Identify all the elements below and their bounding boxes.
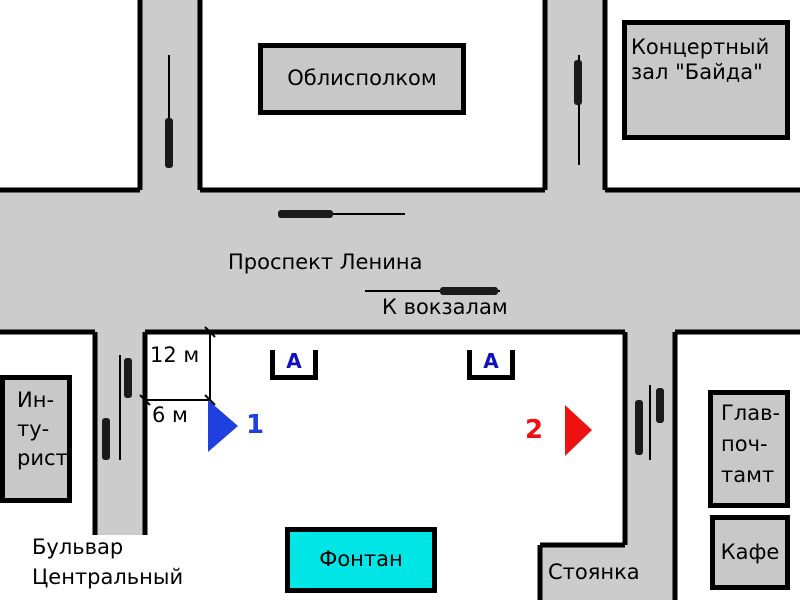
position-2-flag-icon [565,405,592,456]
intourist-label-line3: рист [17,446,68,471]
building-fountain: Фонтан [285,527,437,593]
car-icon [574,60,582,105]
post-office-label-line3: тамт [721,463,775,488]
post-office-label-line2: поч- [721,432,768,457]
post-office-label-line1: Глав- [721,401,781,425]
bus-stop-sign-2: А [467,350,515,380]
lane-line-boulevard [119,355,121,460]
bus-stop-sign-1: А [270,350,318,380]
distance-12m-label: 12 м [150,343,200,369]
car-icon [635,400,643,455]
building-concert-hall: Концертный зал "Байда" [622,20,790,140]
building-cafe: Кафе [710,515,790,590]
road-right-lower [625,330,675,600]
car-icon [102,418,110,460]
concert-hall-label-line2: зал "Байда" [631,60,763,85]
cafe-label: Кафе [720,539,780,564]
lane-line-left-upper [168,55,170,165]
car-icon [124,358,132,398]
car-icon [440,287,498,295]
lane-line-right-lower [649,385,651,460]
position-1-flag-icon [208,400,238,452]
building-intourist: Ин- ту- рист [0,375,72,503]
building-oblispolkom: Облисполком [258,43,466,115]
distance-6m-label: 6 м [152,403,188,429]
parking-label: Стоянка [548,560,640,584]
car-icon [165,118,173,168]
oblispolkom-label: Облисполком [287,66,437,91]
concert-hall-label-line1: Концертный [631,35,770,59]
boulevard-label-line2: Центральный [32,565,184,589]
position-1-label: 1 [246,410,265,440]
lane-line-prospekt-top [280,213,405,215]
car-icon [656,388,664,423]
intourist-label-line2: ту- [17,417,50,442]
to-station-label: К вокзалам [382,295,508,319]
lane-line-right-upper [578,55,580,165]
prospekt-lenina-label: Проспект Ленина [228,250,423,274]
intourist-label-line1: Ин- [17,388,55,412]
road-parking-area [540,545,625,600]
boulevard-label-line1: Бульвар [32,535,124,559]
fountain-label: Фонтан [319,547,403,572]
lane-line-prospekt-bottom [365,290,500,292]
building-post-office: Глав- поч- тамт [708,390,790,508]
car-icon [278,210,333,218]
position-2-label: 2 [525,415,544,445]
